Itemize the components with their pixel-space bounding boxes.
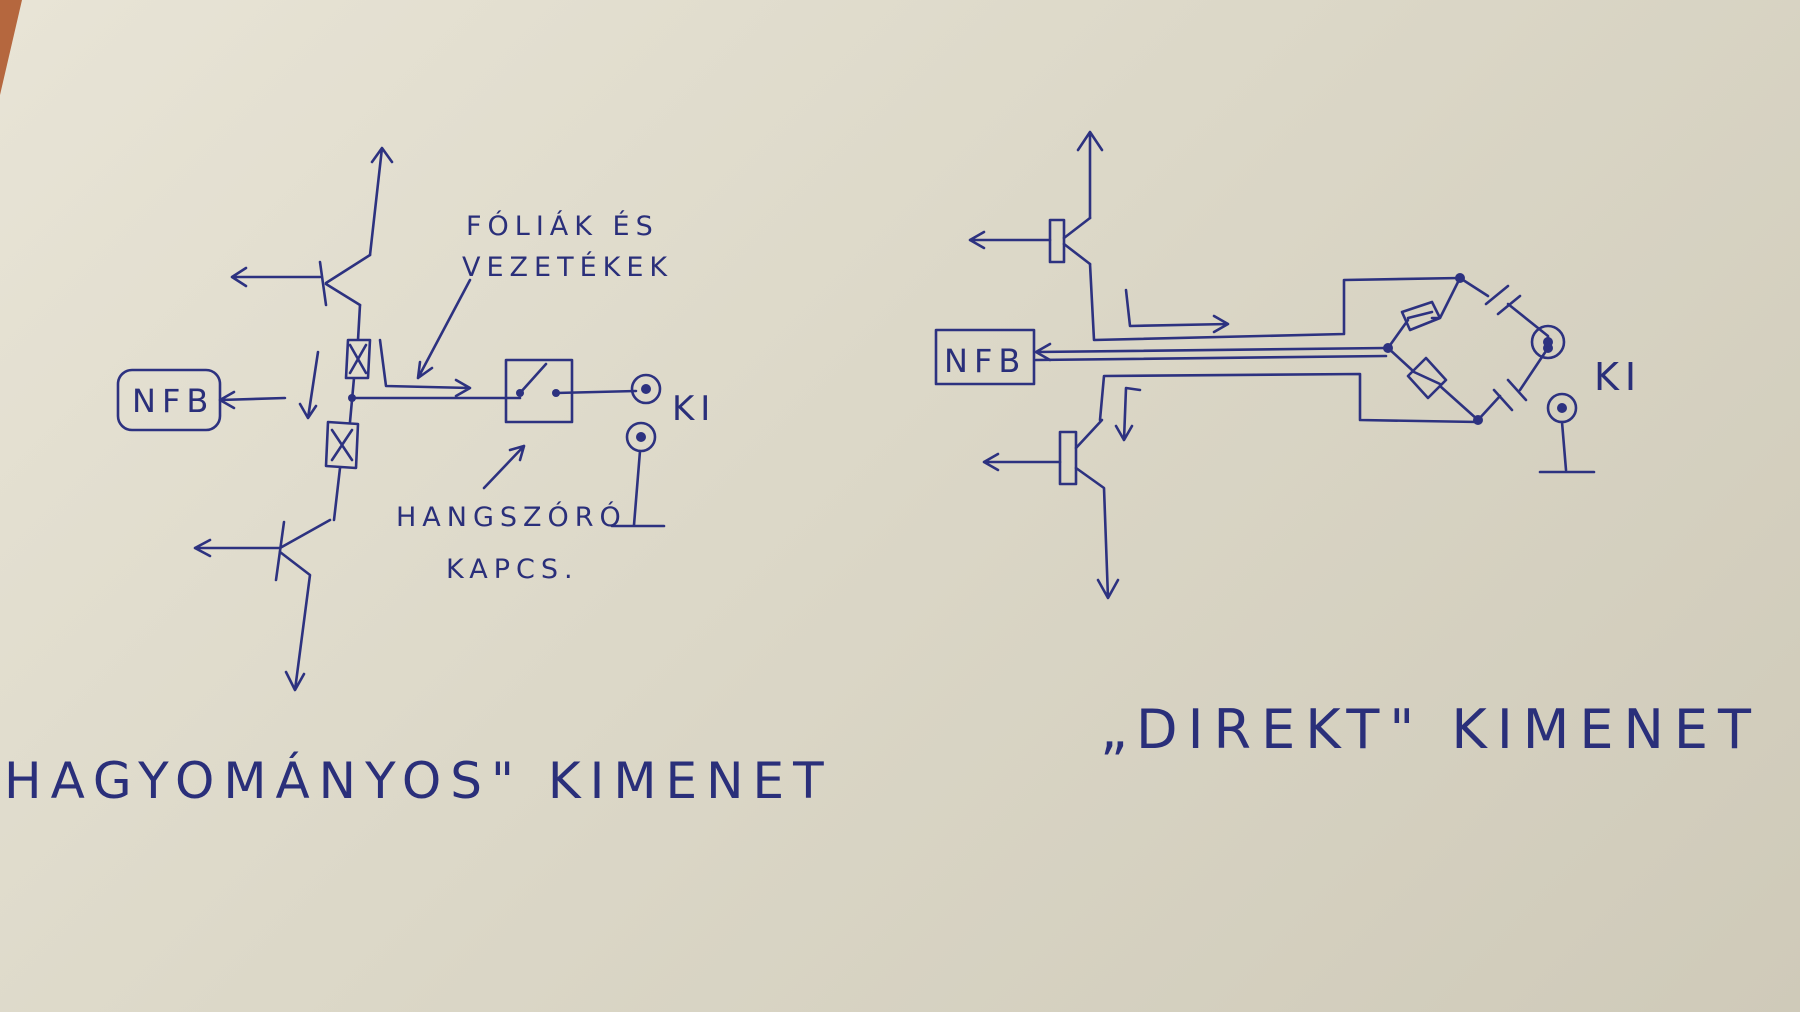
bridge-cap-lower-right <box>1476 346 1550 422</box>
right-top-supply-arrow <box>1076 130 1104 220</box>
right-output-bridge <box>1383 273 1566 425</box>
left-top-transistor <box>230 253 372 307</box>
bridge-resistor-lower-left <box>1386 346 1480 422</box>
left-wire-note-line1: FÓLIÁK ÉS <box>466 210 659 242</box>
right-nfb-box <box>934 328 1036 386</box>
table-corner <box>0 0 22 95</box>
right-signal-arrow-bottom <box>1114 386 1142 442</box>
left-switch-note-line2: KAPCS. <box>446 554 579 585</box>
right-top-rail <box>1088 262 1462 342</box>
left-circuit: NFB KI FÓLIÁK ÉS VEZETÉKEK <box>4 146 833 810</box>
left-caption: HAGYOMÁNYOS" KIMENET <box>4 751 833 810</box>
left-wire-note-pointer <box>416 278 472 380</box>
right-top-transistor <box>968 216 1092 266</box>
left-current-arrow <box>298 350 320 420</box>
right-signal-arrow-top <box>1124 288 1230 334</box>
right-circuit: NFB KI „DIREKT" KIMENET <box>934 130 1761 761</box>
right-output-label: KI <box>1594 355 1642 399</box>
right-output-terminal-hot <box>1530 324 1566 360</box>
bridge-resistor-upper-left <box>1386 276 1462 350</box>
left-terminal-ground-center <box>636 432 646 442</box>
left-switch-note-pointer <box>482 444 526 490</box>
right-ground-symbol <box>1538 420 1596 474</box>
right-terminal-hot-center <box>1543 337 1553 347</box>
left-wire-note-line2: VEZETÉKEK <box>462 251 673 283</box>
left-nfb-box <box>116 368 222 432</box>
left-output-terminal-hot <box>630 373 662 405</box>
left-lower-transistor <box>193 518 332 692</box>
left-signal-arrow <box>378 338 472 398</box>
left-speaker-switch <box>504 358 574 424</box>
bridge-cap-upper-right <box>1458 276 1550 350</box>
right-nfb-label: NFB <box>944 342 1026 380</box>
right-bottom-rail <box>1098 372 1480 424</box>
right-nfb-wire-2 <box>1034 354 1388 362</box>
left-top-supply-arrow <box>368 146 394 257</box>
right-lower-transistor <box>982 418 1120 600</box>
left-switch-note-line1: HANGSZÓRÓ <box>396 501 627 533</box>
left-ground-symbol <box>610 449 666 528</box>
left-output-label: KI <box>672 389 716 429</box>
right-terminal-ground-center <box>1557 403 1567 413</box>
left-terminal-hot-center <box>641 384 651 394</box>
left-nfb-wire <box>218 390 287 410</box>
left-lower-resistor <box>324 398 360 522</box>
right-caption: „DIREKT" KIMENET <box>1100 698 1761 761</box>
switch-out-wire <box>554 389 638 395</box>
left-nfb-label: NFB <box>132 382 214 420</box>
switch-blade <box>518 362 548 395</box>
left-upper-resistor <box>344 303 372 402</box>
